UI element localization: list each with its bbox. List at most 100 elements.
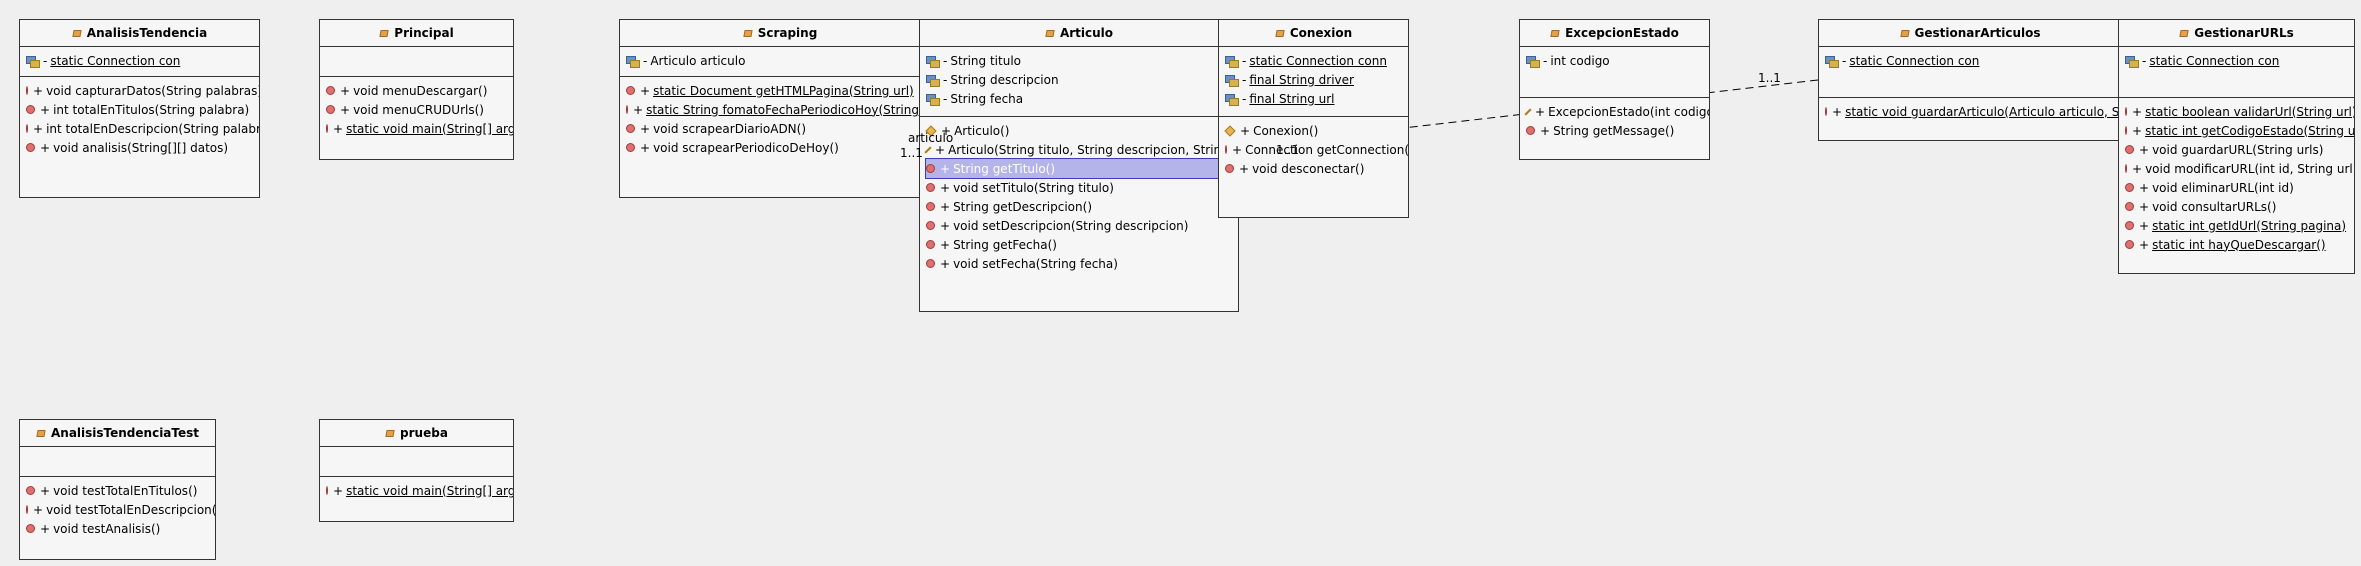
field-row[interactable]: -String fecha [926, 89, 1232, 108]
method-row[interactable]: +static int getIdUrl(String pagina) [2125, 216, 2348, 235]
fields-section [320, 447, 513, 477]
method-row[interactable]: +void menuDescargar() [326, 81, 507, 100]
constructor-row[interactable]: +Articulo(String titulo, String descripc… [924, 140, 1238, 159]
fields-section [20, 447, 215, 477]
method-icon [2125, 240, 2134, 249]
method-row[interactable]: +void consultarURLs() [2125, 197, 2348, 216]
class-icon [2179, 28, 2191, 38]
method-row[interactable]: +static void main(String[] args) [326, 481, 513, 500]
fields-section: -static Connection con [2119, 47, 2354, 98]
class-scraping[interactable]: Scraping -Articulo articulo +static Docu… [619, 19, 941, 198]
field-row[interactable]: -static Connection con [2125, 51, 2348, 70]
field-row[interactable]: -static Connection con [26, 51, 253, 70]
constructor-icon [1524, 107, 1532, 116]
method-row[interactable]: +Connection getConnection() [1225, 140, 1408, 159]
method-row[interactable]: +void setDescripcion(String descripcion) [926, 216, 1235, 235]
methods-section: +static boolean validarUrl(String url) +… [2119, 98, 2354, 258]
method-row[interactable]: +static int getCodigoEstado(String url) [2125, 121, 2354, 140]
method-icon [926, 221, 935, 230]
method-row[interactable]: +void eliminarURL(int id) [2125, 178, 2348, 197]
method-row[interactable]: +static int hayQueDescargar() [2125, 235, 2348, 254]
constructor-icon [1224, 124, 1236, 137]
class-header: prueba [320, 420, 513, 447]
field-icon [1825, 55, 1839, 68]
field-icon [26, 55, 40, 68]
method-row[interactable]: +int totalEnDescripcion(String palabra) [26, 119, 259, 138]
class-gestionarurls[interactable]: GestionarURLs -static Connection con +st… [2118, 19, 2355, 274]
class-gestionararticulos[interactable]: GestionarArticulos -static Connection co… [1818, 19, 2122, 141]
method-row[interactable]: +String getFecha() [926, 235, 1235, 254]
constructor-row[interactable]: +Articulo() [925, 121, 1235, 140]
methods-section: +Conexion() +Connection getConnection() … [1219, 117, 1408, 182]
method-icon [326, 86, 335, 95]
class-excepcionestado[interactable]: ExcepcionEstado -int codigo +ExcepcionEs… [1519, 19, 1710, 160]
field-icon [626, 55, 640, 68]
field-icon [926, 55, 940, 68]
fields-section: -static Connection con [20, 47, 259, 77]
field-row[interactable]: -final String url [1225, 89, 1402, 108]
class-header: Conexion [1219, 20, 1408, 47]
method-row[interactable]: +void testTotalEnTitulos() [26, 481, 209, 500]
method-row[interactable]: +String getDescripcion() [926, 197, 1235, 216]
class-prueba[interactable]: prueba +static void main(String[] args) [319, 419, 514, 522]
field-row[interactable]: -String descripcion [926, 70, 1232, 89]
field-row[interactable]: -final String driver [1225, 70, 1402, 89]
method-row[interactable]: +void desconectar() [1225, 159, 1402, 178]
field-icon [2125, 55, 2139, 68]
method-row[interactable]: +int totalEnTitulos(String palabra) [26, 100, 253, 119]
multiplicity-label: 1..1 [900, 146, 923, 160]
method-icon [2125, 126, 2127, 135]
method-row[interactable]: +void scrapearDiarioADN() [626, 119, 934, 138]
method-row[interactable]: +void setTitulo(String titulo) [926, 178, 1235, 197]
method-row[interactable]: +void scrapearPeriodicoDeHoy() [626, 138, 934, 157]
method-row[interactable]: +void testTotalEnDescripcion() [26, 500, 215, 519]
class-analisistendenciatest[interactable]: AnalisisTendenciaTest +void testTotalEnT… [19, 419, 216, 560]
class-header: GestionarArticulos [1819, 20, 2121, 47]
class-header: Principal [320, 20, 513, 47]
class-header: Articulo [920, 20, 1238, 47]
method-row[interactable]: +static Document getHTMLPagina(String ur… [626, 81, 934, 100]
class-analisistendencia[interactable]: AnalisisTendencia -static Connection con… [19, 19, 260, 198]
method-row[interactable]: +String getMessage() [1526, 121, 1703, 140]
class-header: Scraping [620, 20, 940, 47]
methods-section: +static Document getHTMLPagina(String ur… [620, 77, 940, 161]
method-row[interactable]: +void modificarURL(int id, String url) [2125, 159, 2354, 178]
class-conexion[interactable]: Conexion -static Connection conn -final … [1218, 19, 1409, 218]
method-row[interactable]: +void analisis(String[][] datos) [26, 138, 253, 157]
field-row[interactable]: -Articulo articulo [626, 51, 934, 70]
fields-section: -static Connection con [1819, 47, 2121, 98]
method-row-selected[interactable]: +String getTitulo() [925, 158, 1236, 179]
methods-section: +static void guardarArticulo(Articulo ar… [1819, 98, 2121, 125]
method-icon [26, 486, 35, 495]
method-row[interactable]: +void setFecha(String fecha) [926, 254, 1235, 273]
method-icon [26, 505, 28, 514]
method-row[interactable]: +void menuCRUDUrls() [326, 100, 507, 119]
constructor-row[interactable]: +ExcepcionEstado(int codigo) [1524, 102, 1709, 121]
class-articulo[interactable]: Articulo -String titulo -String descripc… [919, 19, 1239, 312]
field-icon [926, 93, 940, 106]
method-icon [926, 202, 935, 211]
method-row[interactable]: +static boolean validarUrl(String url) [2125, 102, 2354, 121]
method-icon [326, 105, 335, 114]
method-icon [626, 124, 635, 133]
method-row[interactable]: +static String fomatoFechaPeriodicoHoy(S… [626, 100, 940, 119]
field-row[interactable]: -int codigo [1526, 51, 1703, 70]
method-row[interactable]: +void testAnalisis() [26, 519, 209, 538]
method-icon [26, 124, 28, 133]
method-row[interactable]: +static void guardarArticulo(Articulo ar… [1825, 102, 2121, 121]
fields-section: -Articulo articulo [620, 47, 940, 77]
method-row[interactable]: +static void main(String[] args) [326, 119, 513, 138]
field-row[interactable]: -String titulo [926, 51, 1232, 70]
method-row[interactable]: +void guardarURL(String urls) [2125, 140, 2348, 159]
method-icon [626, 143, 635, 152]
association-role-label: articulo [908, 131, 954, 145]
field-row[interactable]: -static Connection conn [1225, 51, 1402, 70]
class-principal[interactable]: Principal +void menuDescargar() +void me… [319, 19, 514, 160]
method-row[interactable]: +void capturarDatos(String palabras) [26, 81, 259, 100]
method-icon [26, 105, 35, 114]
field-row[interactable]: -static Connection con [1825, 51, 2115, 70]
constructor-row[interactable]: +Conexion() [1224, 121, 1402, 140]
methods-section: +void menuDescargar() +void menuCRUDUrls… [320, 77, 513, 142]
method-icon [2125, 202, 2134, 211]
